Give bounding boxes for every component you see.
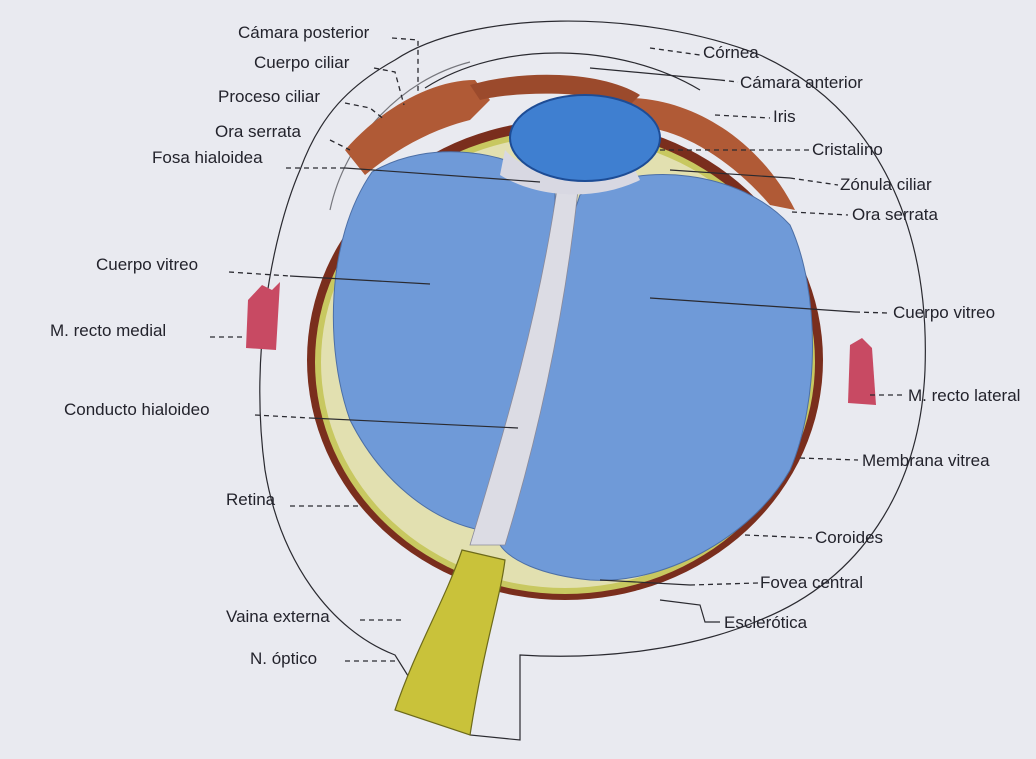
label-proceso-ciliar: Proceso ciliar [218,87,320,106]
label-ora-serrata-left: Ora serrata [215,122,302,141]
label-camara-posterior: Cámara posterior [238,23,370,42]
label-conducto-hialoideo: Conducto hialoideo [64,400,210,419]
crystalline-lens [510,95,660,181]
label-coroides: Coroides [815,528,883,547]
label-n-optico: N. óptico [250,649,317,668]
label-cuerpo-vitreo-right: Cuerpo vitreo [893,303,995,322]
label-membrana-vitrea: Membrana vitrea [862,451,990,470]
label-fovea-central: Fovea central [760,573,863,592]
label-iris: Iris [773,107,796,126]
label-vaina-externa: Vaina externa [226,607,330,626]
label-esclerotica: Esclerótica [724,613,808,632]
label-m-recto-medial: M. recto medial [50,321,166,340]
label-fosa-hialoidea: Fosa hialoidea [152,148,263,167]
label-cristalino: Cristalino [812,140,883,159]
label-m-recto-lateral: M. recto lateral [908,386,1020,405]
label-ora-serrata-right: Ora serrata [852,205,939,224]
label-zonula-ciliar: Zónula ciliar [840,175,932,194]
label-cuerpo-ciliar: Cuerpo ciliar [254,53,350,72]
label-cornea: Córnea [703,43,759,62]
label-retina: Retina [226,490,276,509]
label-cuerpo-vitreo-left: Cuerpo vitreo [96,255,198,274]
label-camara-anterior: Cámara anterior [740,73,863,92]
